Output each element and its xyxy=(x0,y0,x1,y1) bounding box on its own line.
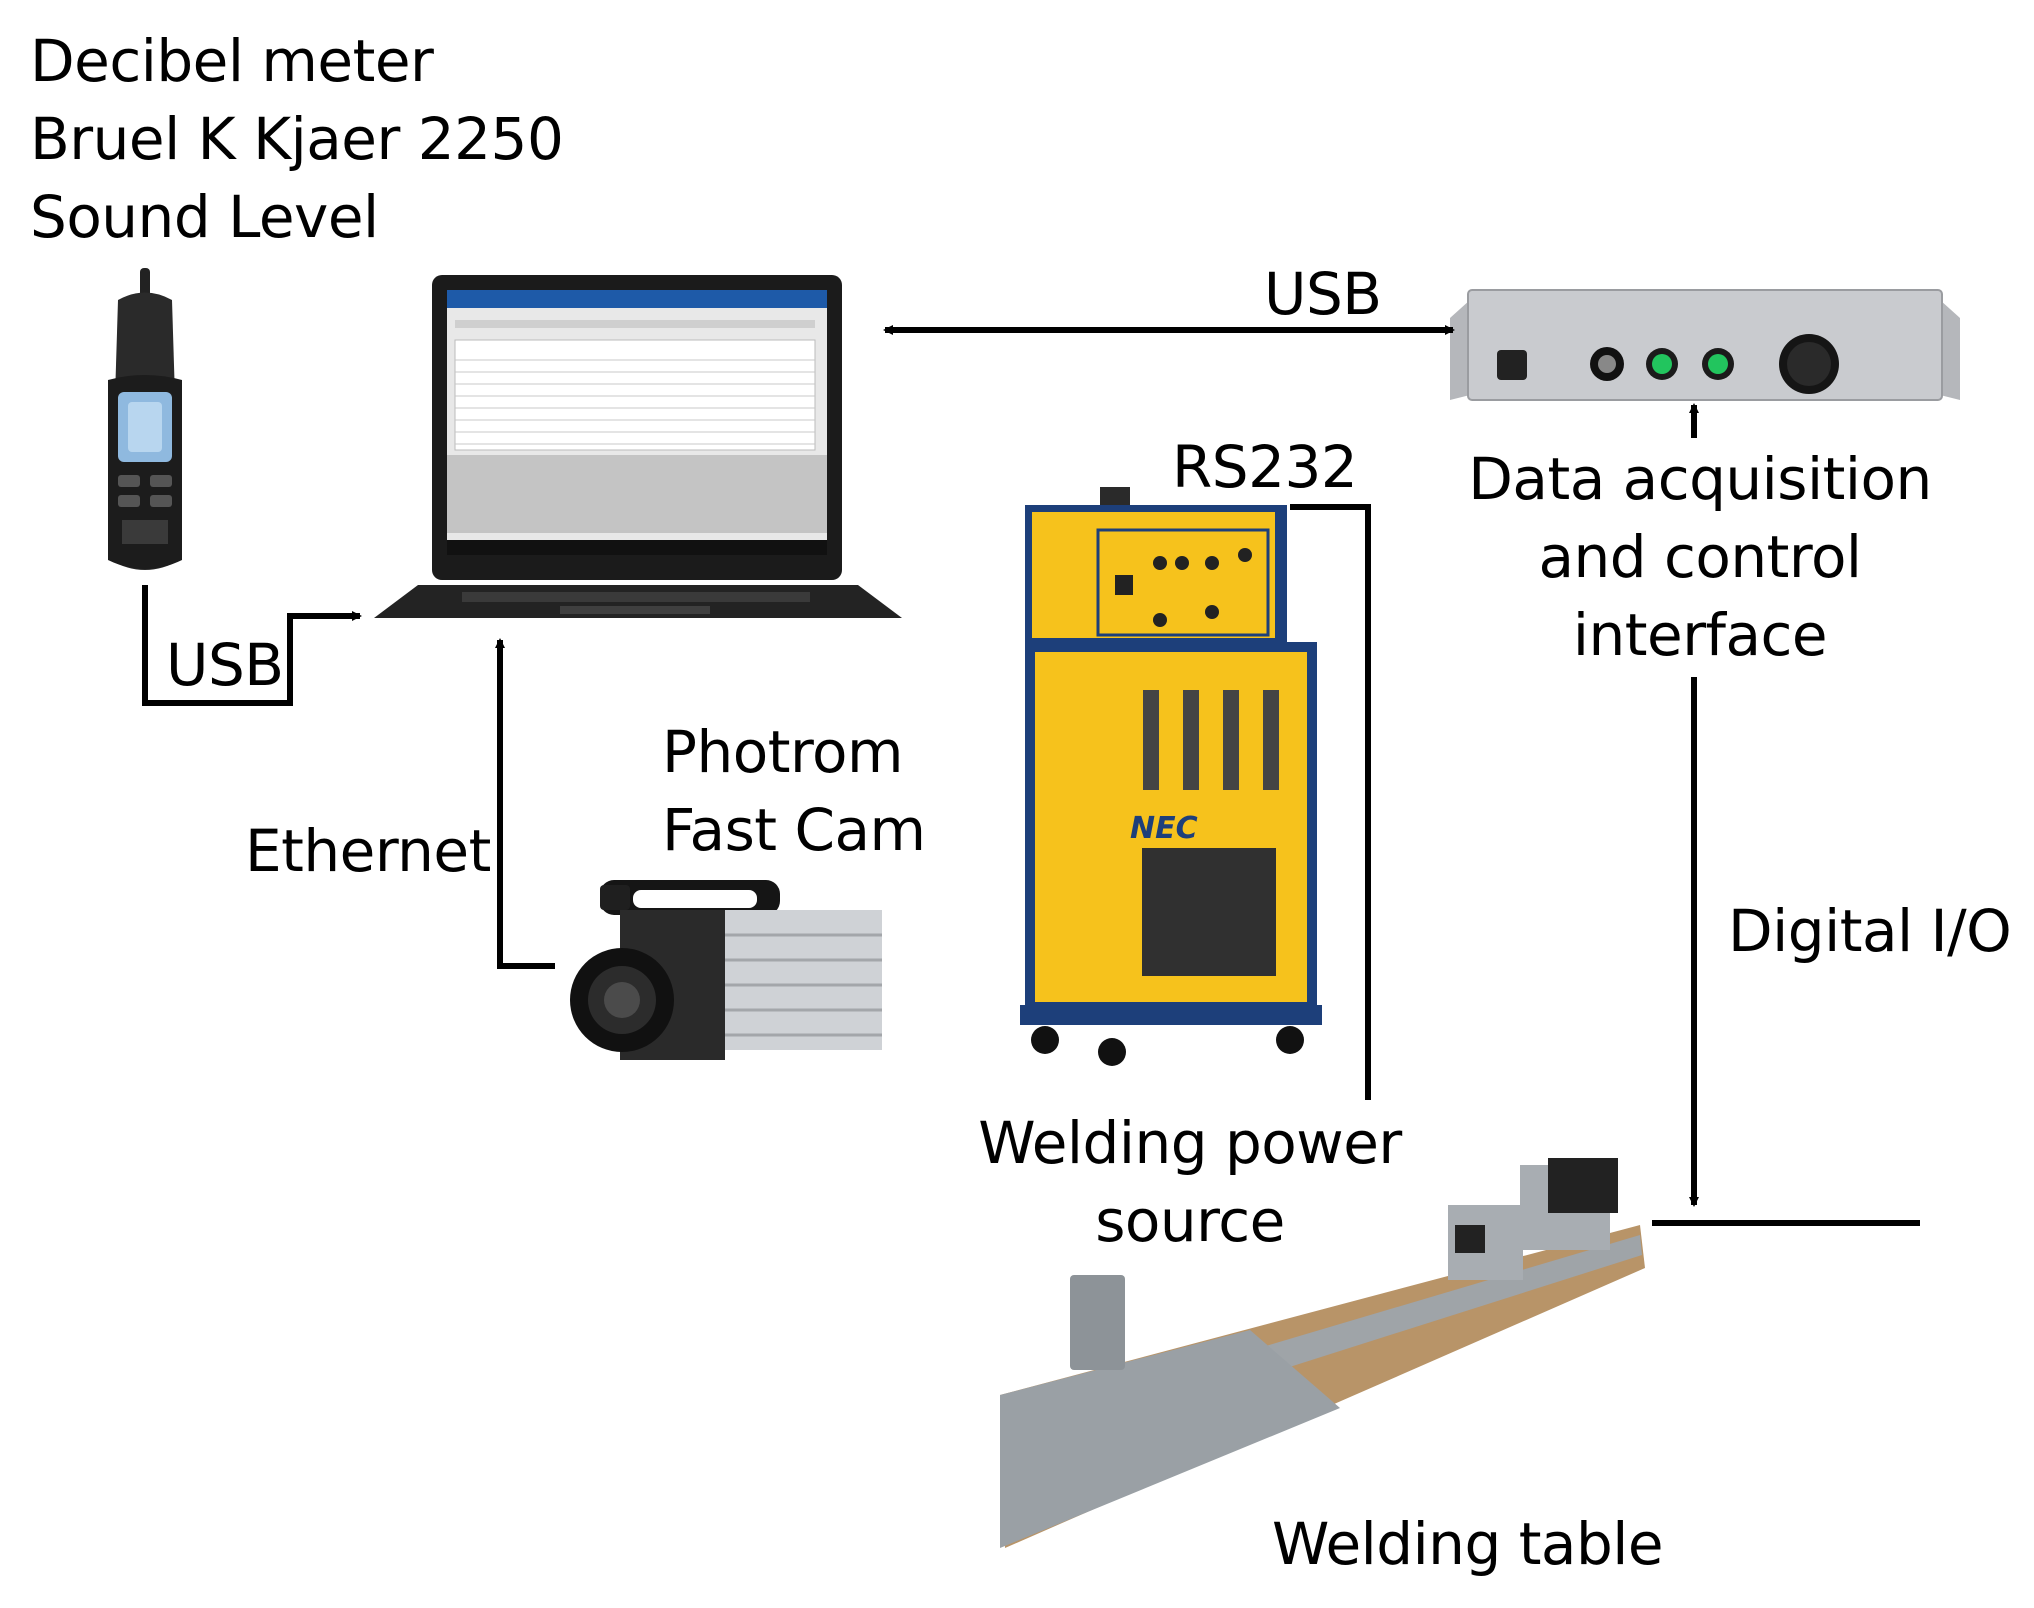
decibel-meter-label: Decibel meter Bruel K Kjaer 2250 Sound L… xyxy=(30,22,564,256)
laptop-icon xyxy=(374,275,902,618)
usb-top-label: USB xyxy=(1264,260,1382,328)
welding-table-icon xyxy=(1000,1158,1645,1548)
laptop-screen-rows xyxy=(455,359,815,445)
power-source-line-2: source xyxy=(1095,1187,1285,1255)
sound-level-meter-icon xyxy=(108,268,182,570)
ethernet-line xyxy=(495,638,555,969)
connection-lines xyxy=(142,325,1920,1226)
daq-line-1: Data acquisition xyxy=(1468,445,1932,513)
decibel-meter-line-1: Decibel meter xyxy=(30,27,434,95)
usb-meter-label: USB xyxy=(166,631,284,699)
power-source-label: Welding power source xyxy=(955,1104,1425,1260)
usb-meter-line xyxy=(142,585,362,706)
daq-line-2: and control xyxy=(1538,523,1862,591)
power-source-brand: NEC xyxy=(1130,811,1198,846)
decibel-meter-line-3: Sound Level xyxy=(30,183,379,251)
decibel-meter-line-2: Bruel K Kjaer 2250 xyxy=(30,105,564,173)
power-source-line-1: Welding power xyxy=(978,1109,1402,1177)
camera-label: Photrom Fast Cam xyxy=(662,713,926,869)
camera-line-1: Photrom xyxy=(662,718,904,786)
ethernet-label: Ethernet xyxy=(245,817,491,885)
welding-table-label: Welding table xyxy=(1272,1510,1664,1578)
high-speed-camera-icon xyxy=(570,880,882,1060)
rs232-line xyxy=(1290,504,1371,1100)
daq-label: Data acquisition and control interface xyxy=(1450,440,1950,674)
welding-power-source-icon xyxy=(1020,487,1322,1066)
camera-line-2: Fast Cam xyxy=(662,796,926,864)
digital-io-label: Digital I/O xyxy=(1728,897,2012,965)
daq-line-3: interface xyxy=(1572,601,1828,669)
rs232-label: RS232 xyxy=(1172,433,1358,501)
daq-rack-unit-icon xyxy=(1450,289,1960,401)
